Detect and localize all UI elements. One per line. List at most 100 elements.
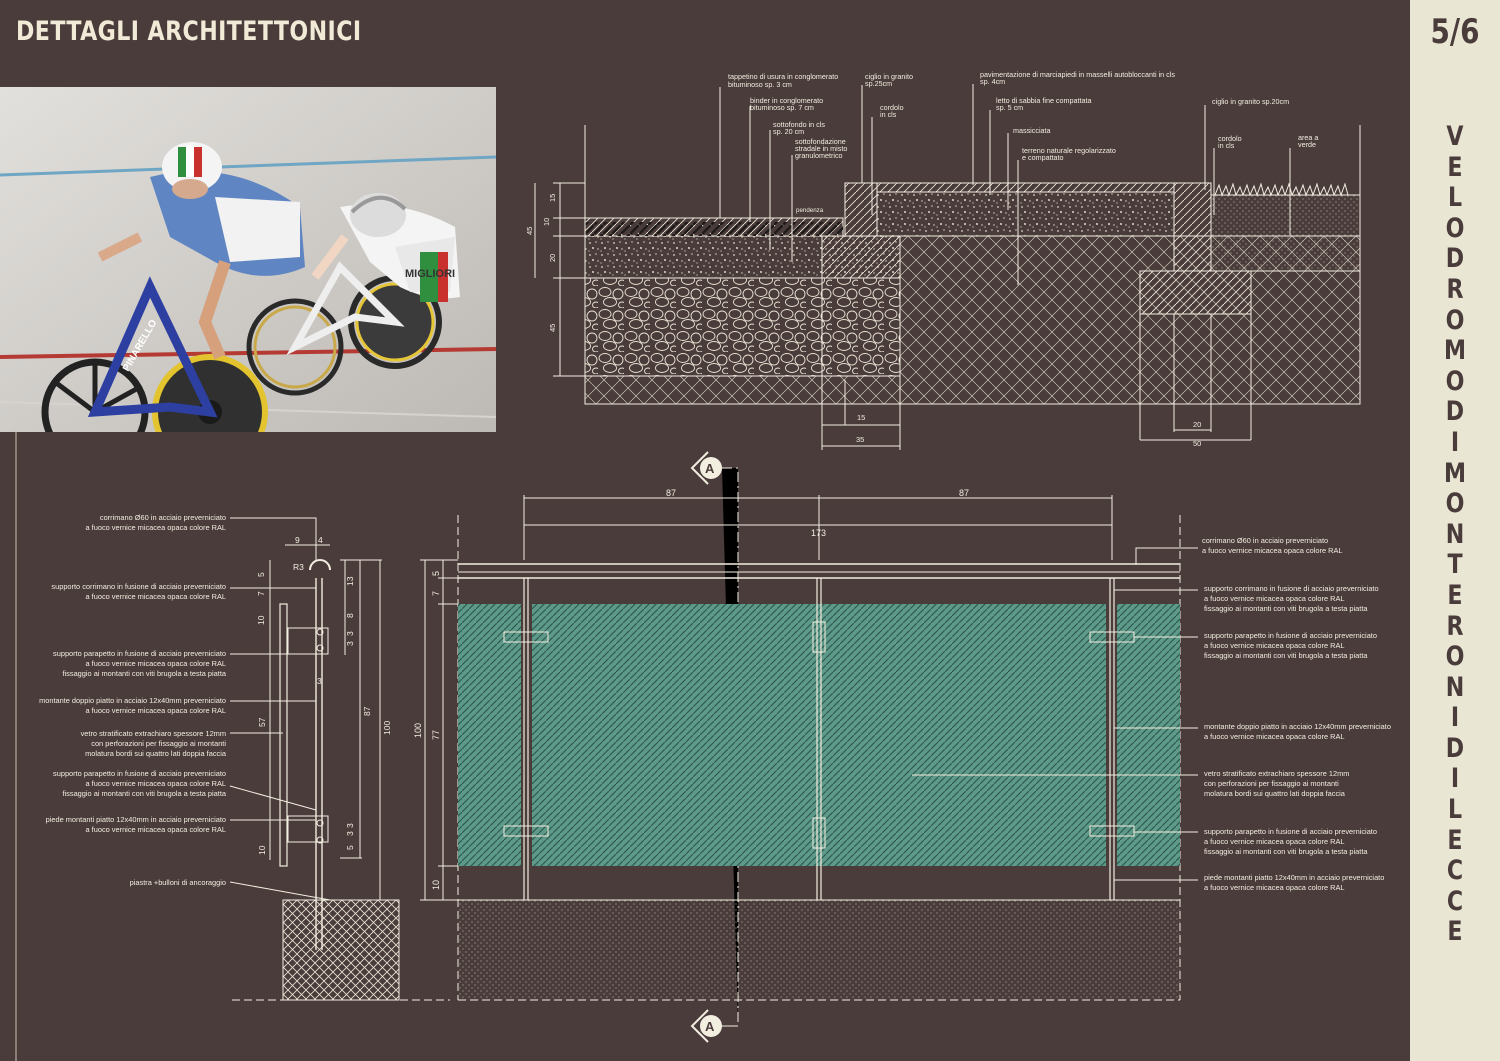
svg-text:tappetino di usura in conglome: tappetino di usura in conglomerato [728, 72, 838, 81]
railing-side-dimensions: 9 4 R3 5 7 10 13 8 3 3 3 57 87 100 10 5 … [256, 535, 392, 855]
road-section-drawing [534, 84, 1361, 450]
project-title-letter: M [1443, 457, 1467, 489]
svg-text:4: 4 [318, 535, 323, 545]
svg-text:7: 7 [431, 591, 441, 596]
project-title-letter: V [1446, 121, 1464, 152]
svg-text:15: 15 [857, 413, 865, 422]
svg-text:binder in conglomerato: binder in conglomerato [750, 96, 823, 105]
svg-text:20: 20 [1193, 420, 1201, 429]
project-title-letter: L [1447, 182, 1463, 214]
project-title-letter: O [1445, 304, 1465, 336]
project-title-letter: R [1446, 610, 1464, 642]
page-number: 5/6 [1430, 12, 1480, 52]
project-title-letter: C [1446, 855, 1464, 887]
svg-text:35: 35 [856, 435, 864, 444]
svg-text:supporto parapetto in fusione: supporto parapetto in fusione di acciaio… [1204, 631, 1377, 640]
svg-text:sp. 20 cm: sp. 20 cm [773, 127, 804, 136]
svg-text:13: 13 [345, 576, 355, 586]
svg-text:50: 50 [1193, 439, 1201, 448]
svg-text:cordolo: cordolo [880, 103, 904, 112]
railing-front-view [420, 495, 1198, 1001]
project-title-letter: C [1446, 885, 1464, 917]
svg-text:a fuoco vernice micacea opaca: a fuoco vernice micacea opaca colore RAL [1204, 732, 1345, 741]
svg-text:7: 7 [256, 591, 266, 596]
cyclists-illustration: MIGLIORI PINARELLO [0, 87, 496, 432]
project-title-letter: I [1450, 426, 1460, 458]
project-title-letter: D [1445, 732, 1465, 764]
svg-text:a fuoco vernice micacea opaca: a fuoco vernice micacea opaca colore RAL [86, 706, 227, 715]
svg-text:fissaggio ai montanti con viti: fissaggio ai montanti con viti brugola a… [1204, 651, 1368, 660]
svg-text:fissaggio ai montanti con viti: fissaggio ai montanti con viti brugola a… [1204, 604, 1368, 613]
svg-text:3: 3 [345, 641, 355, 646]
svg-text:100: 100 [413, 723, 423, 738]
project-title-letter: M [1443, 335, 1467, 367]
svg-text:15: 15 [548, 194, 557, 202]
svg-text:in cls: in cls [1218, 141, 1235, 150]
project-title-letter: O [1445, 641, 1465, 673]
svg-text:87: 87 [959, 488, 969, 498]
svg-text:in cls: in cls [880, 110, 897, 119]
svg-text:5: 5 [345, 845, 355, 850]
svg-text:100: 100 [382, 721, 392, 735]
railing-front-labels: corrimano Ø60 in acciaio preverniciato a… [1202, 536, 1391, 892]
page-title: DETTAGLI ARCHITETTONICI [16, 16, 362, 47]
project-title-letter: D [1445, 396, 1465, 428]
svg-text:ciglio in granito: ciglio in granito [865, 72, 913, 81]
svg-text:a fuoco vernice micacea opaca: a fuoco vernice micacea opaca colore RAL [86, 779, 227, 788]
project-title-letter: E [1447, 579, 1463, 611]
railing-side-view [15, 430, 450, 1061]
project-title-letter: O [1445, 212, 1465, 244]
svg-text:molatura bordi sui quattro lat: molatura bordi sui quattro lati doppia f… [85, 749, 227, 758]
svg-text:a fuoco vernice micacea opaca: a fuoco vernice micacea opaca colore RAL [1204, 837, 1345, 846]
svg-text:con perforazioni per fissaggio: con perforazioni per fissaggio ai montan… [91, 739, 226, 748]
svg-text:supporto parapetto in fusione: supporto parapetto in fusione di acciaio… [53, 649, 226, 658]
svg-text:montante doppio piatto in acci: montante doppio piatto in acciaio 12x40m… [39, 696, 226, 705]
svg-text:fissaggio ai montanti con viti: fissaggio ai montanti con viti brugola a… [1204, 847, 1368, 856]
svg-text:a fuoco vernice micacea opaca: a fuoco vernice micacea opaca colore RAL [1204, 594, 1345, 603]
railing-front-dimensions: 87 87 173 5 7 100 77 10 [413, 488, 969, 890]
svg-text:a fuoco vernice micacea opaca: a fuoco vernice micacea opaca colore RAL [1202, 546, 1343, 555]
svg-text:fissaggio ai montanti con viti: fissaggio ai montanti con viti brugola a… [62, 789, 226, 798]
glass-panel-left [458, 604, 521, 866]
svg-text:173: 173 [811, 528, 826, 538]
project-title-letter: T [1447, 549, 1463, 581]
technical-drawings: tappetino di usura in conglomerato bitum… [15, 70, 1391, 1061]
road-section-labels: tappetino di usura in conglomerato bitum… [728, 70, 1318, 214]
svg-text:R3: R3 [293, 562, 304, 572]
svg-text:con perforazioni per fissaggio: con perforazioni per fissaggio ai montan… [1204, 779, 1339, 788]
svg-text:bituminoso sp. 7 cm: bituminoso sp. 7 cm [750, 103, 814, 112]
svg-text:massicciata: massicciata [1013, 126, 1051, 135]
svg-text:cordolo: cordolo [1218, 134, 1242, 143]
svg-text:sp. 5 cm: sp. 5 cm [996, 103, 1023, 112]
svg-text:supporto corrimano in fusione: supporto corrimano in fusione di acciaio… [1204, 584, 1379, 593]
svg-text:77: 77 [431, 730, 441, 740]
svg-text:87: 87 [666, 488, 676, 498]
svg-text:5: 5 [431, 571, 441, 576]
svg-text:vetro stratificato extrachiaro: vetro stratificato extrachiaro spessore … [1204, 769, 1349, 778]
svg-text:3: 3 [345, 823, 355, 828]
svg-text:3: 3 [317, 676, 322, 686]
svg-text:sottofondazione: sottofondazione [795, 137, 846, 146]
cyclists-photo: MIGLIORI PINARELLO [0, 87, 496, 432]
svg-text:supporto corrimano in fusione: supporto corrimano in fusione di acciaio… [51, 582, 226, 591]
svg-text:a fuoco vernice micacea opaca: a fuoco vernice micacea opaca colore RAL [86, 659, 227, 668]
svg-text:57: 57 [257, 717, 267, 727]
svg-text:fissaggio ai montanti con viti: fissaggio ai montanti con viti brugola a… [62, 669, 226, 678]
section-marker-bottom: A [690, 1009, 738, 1043]
svg-text:e compattato: e compattato [1022, 153, 1064, 162]
project-title-letter: O [1445, 488, 1465, 520]
svg-text:terreno naturale regolarizzato: terreno naturale regolarizzato [1022, 146, 1116, 155]
svg-text:pendenza: pendenza [796, 207, 824, 214]
project-title-letter: E [1447, 824, 1463, 856]
svg-text:a fuoco vernice micacea opaca: a fuoco vernice micacea opaca colore RAL [1204, 641, 1345, 650]
svg-text:piede montanti piatto 12x40mm: piede montanti piatto 12x40mm in acciaio… [1204, 873, 1384, 882]
project-title-letter: I [1450, 702, 1460, 734]
svg-text:bituminoso sp. 3 cm: bituminoso sp. 3 cm [728, 80, 792, 89]
svg-text:pavimentazione di marciapiedi: pavimentazione di marciapiedi in massell… [980, 70, 1175, 79]
svg-text:a fuoco vernice micacea opaca: a fuoco vernice micacea opaca colore RAL [86, 592, 227, 601]
svg-text:letto di sabbia fine compattat: letto di sabbia fine compattata [996, 96, 1092, 105]
project-title-letter: E [1447, 151, 1463, 183]
svg-text:supporto parapetto in fusione: supporto parapetto in fusione di acciaio… [53, 769, 226, 778]
